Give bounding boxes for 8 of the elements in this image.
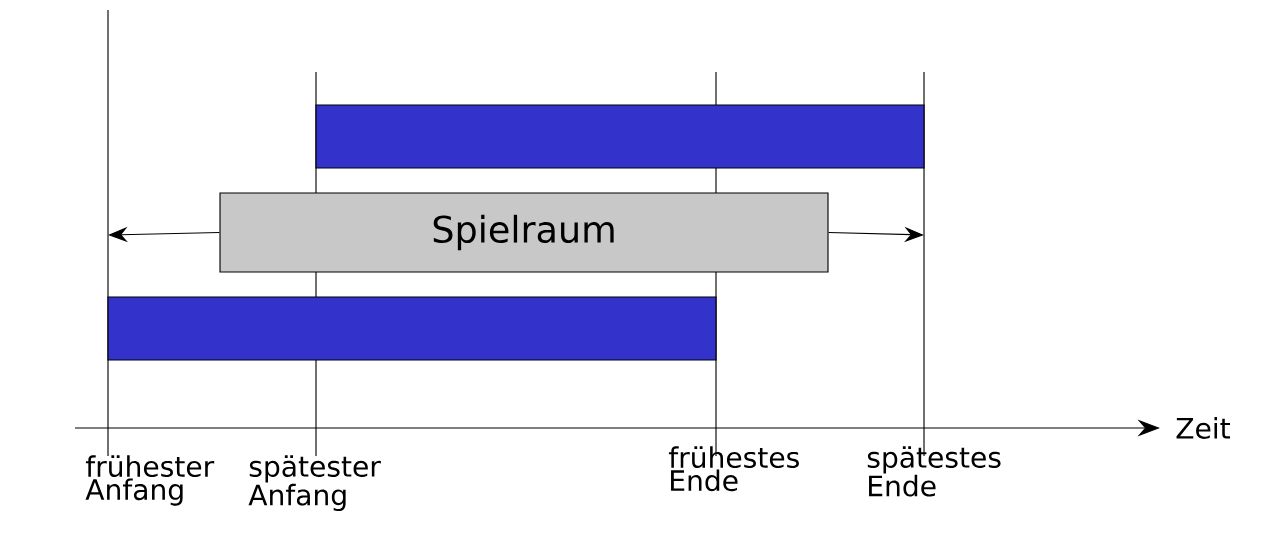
tick-label: frühestes Ende [668, 446, 799, 492]
axis-label: Zeit [1176, 417, 1230, 439]
tick-label: spätestes Ende [867, 446, 1001, 497]
time-bar [315, 104, 925, 169]
slack-box: Spielraum [219, 192, 829, 273]
tick-label: frühester Anfang [85, 455, 215, 506]
tick-label: spätester Anfang [248, 455, 381, 512]
time-bar [107, 296, 717, 361]
